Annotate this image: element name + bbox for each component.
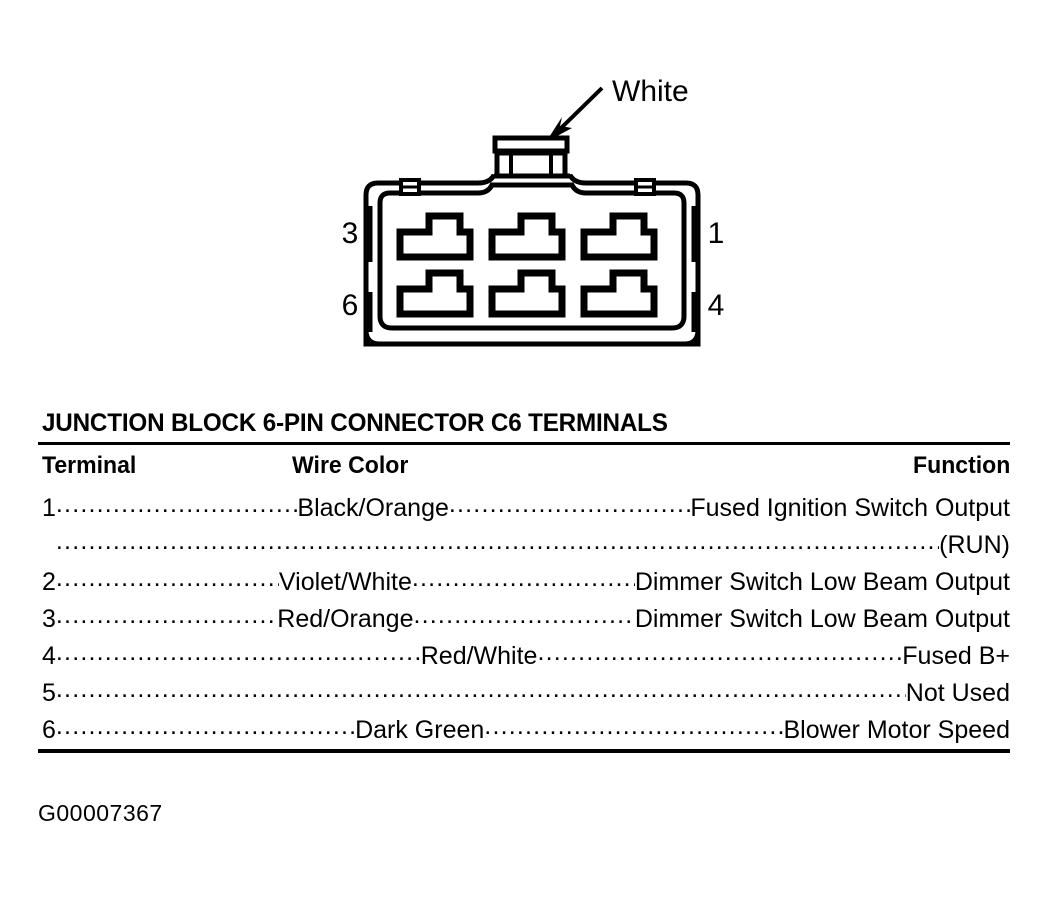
cell-wire-color: Red/White [420, 642, 538, 670]
dot-leader [56, 708, 355, 745]
dot-leader [412, 560, 635, 597]
dot-leader [449, 486, 691, 523]
dot-leader [484, 708, 783, 745]
cell-function: Fused Ignition Switch Output [690, 494, 1010, 522]
terminal-cavity [396, 269, 474, 318]
white-callout-arrow [546, 86, 604, 142]
white-callout-label: White [612, 75, 689, 108]
terminal-cavity [488, 269, 566, 318]
cell-terminal: 3 [42, 605, 56, 633]
dot-leader [537, 634, 902, 671]
dot-leader [56, 597, 277, 634]
table-header-row: Terminal Wire Color Function [38, 452, 1010, 488]
dot-leader [56, 671, 906, 708]
cell-wire-color: Black/Orange [297, 494, 449, 522]
latch-notch-right [634, 178, 656, 196]
table-row: 1 Black/Orange Fused Ignition Switch Outpu… [38, 490, 1010, 527]
bottom-corner-notches [363, 318, 701, 347]
table-row: 4 Red/White Fused B+ [38, 638, 1010, 675]
latch-notch-left [399, 178, 421, 196]
terminal-cavity [580, 212, 658, 261]
cell-wire-color: Violet/White [278, 568, 412, 596]
cell-wire-color: Dark Green [355, 716, 485, 744]
pin-number-3: 3 [342, 217, 359, 250]
cell-function: Not Used [905, 679, 1010, 707]
cell-terminal: 5 [42, 679, 56, 707]
cell-terminal: 6 [42, 716, 56, 744]
terminal-table: JUNCTION BLOCK 6-PIN CONNECTOR C6 TERMIN… [38, 408, 1010, 753]
terminal-cavity [488, 212, 566, 261]
dot-leader [413, 597, 634, 634]
dot-leader [56, 523, 939, 560]
table-row: 5 Not Used [38, 675, 1010, 712]
table-body: 1 Black/Orange Fused Ignition Switch Outpu… [38, 490, 1010, 749]
terminal-cavity [580, 269, 658, 318]
dot-leader [56, 634, 421, 671]
column-header-function: Function [912, 452, 1010, 479]
cell-function: Dimmer Switch Low Beam Output [634, 568, 1010, 596]
table-row: 2 Violet/White Dimmer Switch Low Beam Outp… [38, 564, 1010, 601]
shell-side-walls [367, 206, 697, 332]
pin-number-4: 4 [708, 289, 725, 322]
table-rule-bottom [38, 749, 1010, 753]
cell-function: Fused B+ [902, 642, 1010, 670]
cell-wire-color: Red/Orange [277, 605, 414, 633]
dot-leader [56, 486, 298, 523]
terminal-cavity [396, 212, 474, 261]
pin-number-6: 6 [342, 289, 359, 322]
column-header-wire-color: Wire Color [292, 452, 409, 479]
table-row: 3 Red/Orange Dimmer Switch Low Beam Output [38, 601, 1010, 638]
table-title: JUNCTION BLOCK 6-PIN CONNECTOR C6 TERMIN… [42, 409, 668, 437]
table-row: 6 Dark Green Blower Motor Speed [38, 712, 1010, 749]
dot-leader [56, 560, 279, 597]
column-header-terminal: Terminal [42, 452, 137, 479]
connector-diagram: 3 6 1 4 White [0, 0, 1048, 390]
cell-function: Dimmer Switch Low Beam Output [634, 605, 1010, 633]
figure-reference-code: G00007367 [38, 800, 163, 826]
cell-terminal: 4 [42, 642, 56, 670]
cell-function: Blower Motor Speed [783, 716, 1010, 744]
cell-function-continuation: (RUN) [939, 531, 1010, 559]
table-row-continuation: 1(RUN) [38, 527, 1010, 564]
cell-terminal: 2 [42, 568, 56, 596]
pin-number-1: 1 [708, 217, 725, 250]
table-rule-top [38, 442, 1010, 445]
cell-terminal: 1 [42, 494, 56, 522]
